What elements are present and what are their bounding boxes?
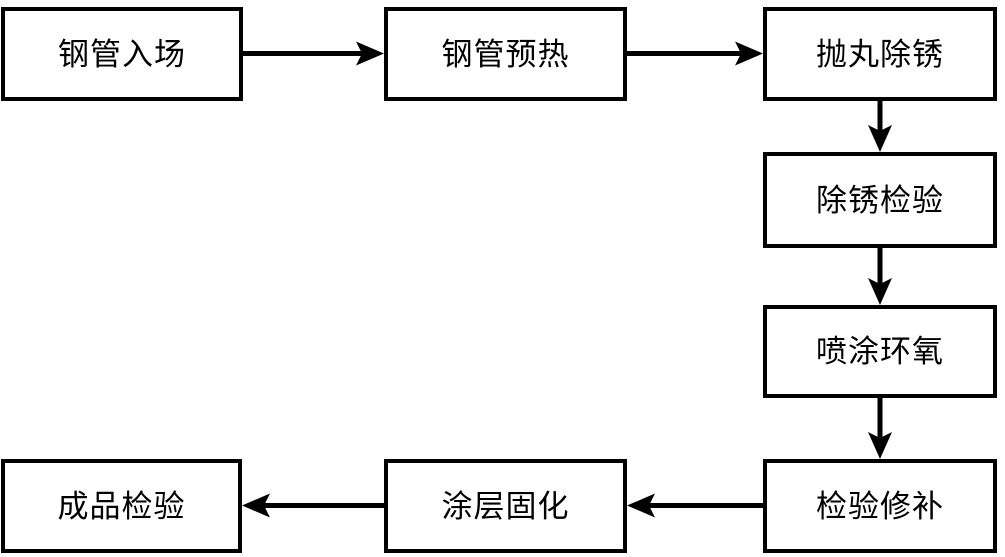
edge-inspection-repair-to-coating-curing xyxy=(627,493,763,518)
node-shot-blasting-derusting[interactable]: 抛丸除锈 xyxy=(763,7,997,101)
node-label: 钢管入场 xyxy=(58,36,186,72)
edge-shot-blasting-to-rust-inspection xyxy=(868,101,892,152)
node-final-product-inspection[interactable]: 成品检验 xyxy=(1,459,242,553)
node-coating-curing[interactable]: 涂层固化 xyxy=(384,459,627,553)
node-label: 检验修补 xyxy=(816,488,944,524)
node-epoxy-spraying[interactable]: 喷涂环氧 xyxy=(763,305,997,398)
node-label: 除锈检验 xyxy=(816,182,944,218)
node-label: 涂层固化 xyxy=(441,488,570,524)
edge-preheat-to-shot-blasting xyxy=(627,41,763,66)
edge-rust-inspection-to-epoxy-spray xyxy=(868,248,892,305)
node-rust-removal-inspection[interactable]: 除锈检验 xyxy=(763,152,997,248)
edge-coating-curing-to-final-inspection xyxy=(242,493,384,518)
node-label: 钢管预热 xyxy=(441,36,570,72)
node-pipe-preheat[interactable]: 钢管预热 xyxy=(384,7,627,101)
edge-steel-pipe-entry-to-preheat xyxy=(243,41,384,66)
node-label: 抛丸除锈 xyxy=(816,36,944,72)
node-inspection-repair[interactable]: 检验修补 xyxy=(763,459,997,553)
node-label: 成品检验 xyxy=(57,488,186,524)
edge-epoxy-spray-to-inspection-repair xyxy=(868,398,892,459)
node-steel-pipe-entry[interactable]: 钢管入场 xyxy=(1,7,243,101)
node-label: 喷涂环氧 xyxy=(816,334,944,369)
